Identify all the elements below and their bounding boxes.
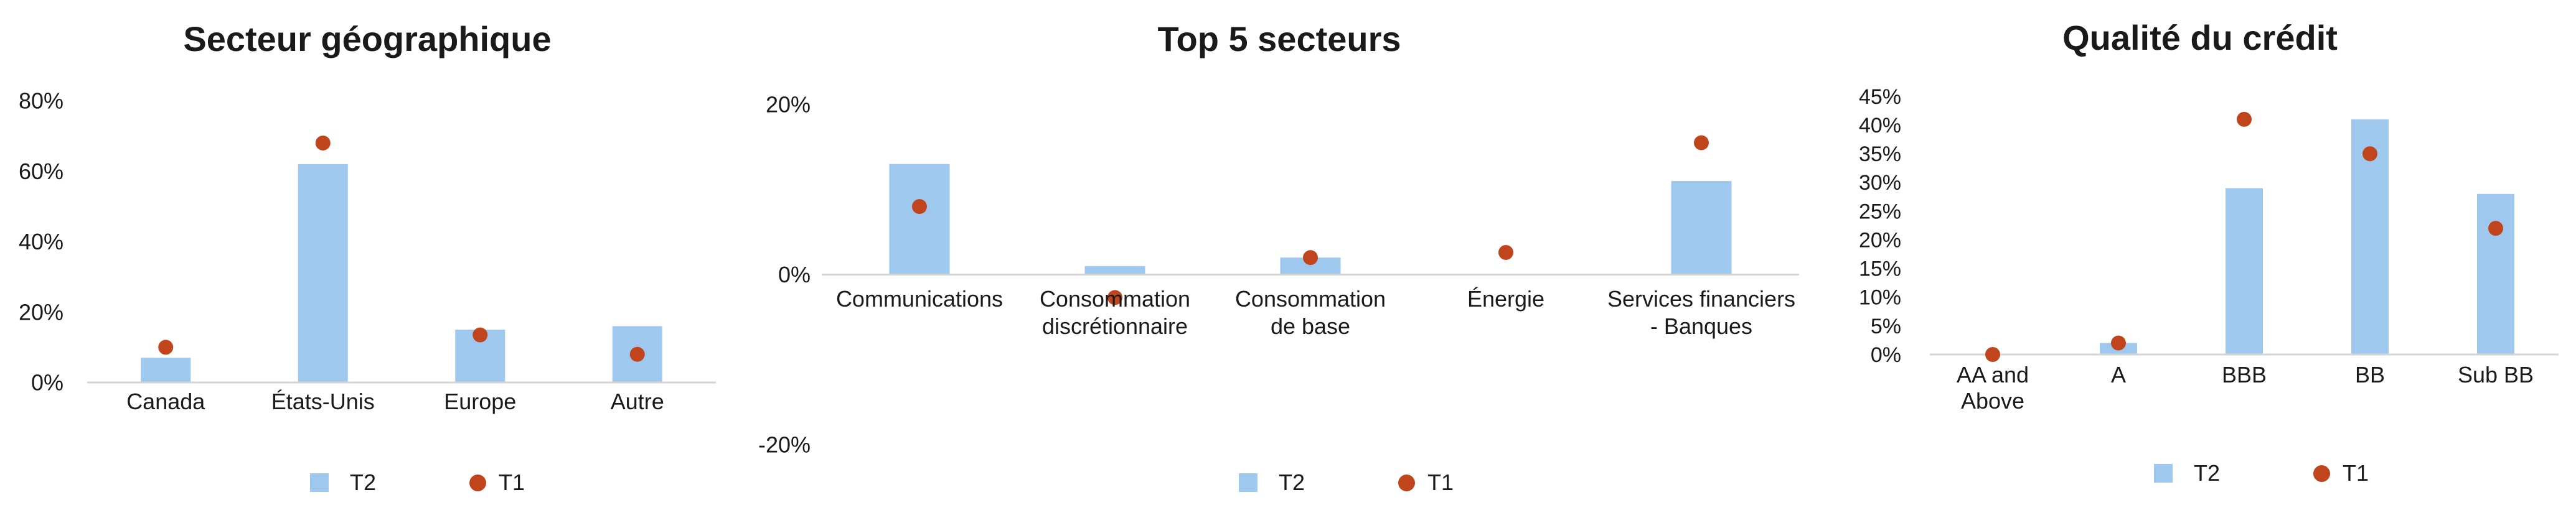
- legend-dot-swatch: [2313, 465, 2331, 482]
- dot-t1: [629, 346, 645, 362]
- x-category-label: BBB: [2222, 362, 2267, 387]
- x-category-label: Communications: [836, 286, 1003, 312]
- dot-t1: [2362, 146, 2377, 162]
- legend-item-t1: T1: [2313, 460, 2369, 486]
- dot-t1: [1303, 250, 1318, 266]
- dot-t1: [912, 199, 927, 215]
- y-tick-label: 35%: [1859, 142, 1901, 166]
- bar-t2: [1084, 266, 1145, 275]
- y-tick-label: 15%: [1859, 257, 1901, 281]
- chart-svg-geographic: 0% 20% 40% 60% 80% Canada États-Unis Europe Autr…: [19, 88, 716, 414]
- chart-panel-geographic: Secteur géographique 0% 20% 40% 60% 80% Canad…: [0, 0, 735, 505]
- legend-item-t1: T1: [469, 470, 525, 496]
- y-tick-label: -20%: [758, 432, 811, 458]
- dot-t1: [1498, 244, 1513, 260]
- y-tick-label: 0%: [31, 370, 63, 396]
- y-tick-label: 60%: [19, 159, 63, 184]
- legend-label-t1: T1: [1427, 470, 1454, 495]
- dot-t1: [315, 135, 331, 151]
- y-tick-label: 20%: [766, 92, 811, 118]
- legend-label-t1: T1: [2343, 460, 2369, 486]
- x-category-label: Services financiers- Banques: [1607, 286, 1795, 339]
- bar-t2: [141, 358, 191, 382]
- y-tick-label: 0%: [1871, 343, 1901, 367]
- chart-panel-top-sectors: Top 5 secteurs -20% 0% 20% Communications Co…: [735, 0, 1824, 505]
- legend-item-t2: T2: [2154, 460, 2220, 486]
- dot-t1: [2488, 221, 2503, 236]
- x-category-label: États-Unis: [271, 389, 375, 414]
- legend-bar-swatch: [310, 473, 329, 492]
- dot-t1: [1985, 347, 2000, 362]
- y-tick-label: 5%: [1871, 315, 1901, 338]
- dot-t1: [2111, 335, 2126, 351]
- legend-dot-swatch: [1398, 474, 1416, 491]
- bar-t2: [2226, 188, 2263, 354]
- dot-t1: [1107, 290, 1122, 305]
- y-tick-label: 20%: [19, 299, 63, 325]
- x-category-label: Europe: [444, 389, 516, 414]
- legend-dot-swatch: [469, 474, 487, 491]
- bar-t2: [298, 164, 348, 382]
- dot-t1: [158, 340, 174, 355]
- y-tick-label: 45%: [1859, 85, 1901, 109]
- y-tick-label: 40%: [1859, 114, 1901, 137]
- bar-t2: [889, 164, 950, 275]
- legend-item-t1: T1: [1398, 470, 1454, 496]
- chart-legend: T2 T1: [310, 470, 618, 496]
- bar-t2: [1671, 181, 1732, 275]
- x-category-label: Énergie: [1467, 286, 1544, 312]
- dot-t1: [472, 327, 488, 343]
- chart-panel-credit-quality: Qualité du crédit 0% 5% 10% 15% 20% 25% 30% 35%…: [1824, 0, 2576, 505]
- bar-t2: [2477, 193, 2514, 354]
- legend-bar-swatch: [2154, 464, 2173, 483]
- x-category-label: Canada: [126, 389, 205, 414]
- x-category-label: Autre: [611, 389, 664, 414]
- chart-title: Top 5 secteurs: [1157, 19, 1401, 58]
- legend-bar-swatch: [1239, 473, 1257, 492]
- chart-legend: T2 T1: [2154, 460, 2462, 486]
- y-tick-label: 40%: [19, 229, 63, 254]
- chart-legend: T2 T1: [1239, 470, 1547, 496]
- y-tick-label: 80%: [19, 88, 63, 114]
- y-tick-label: 25%: [1859, 200, 1901, 223]
- x-category-label: Sub BB: [2458, 362, 2534, 387]
- legend-label-t2: T2: [2194, 460, 2221, 486]
- y-tick-label: 30%: [1859, 171, 1901, 195]
- y-tick-label: 10%: [1859, 286, 1901, 310]
- legend-label-t2: T2: [1279, 470, 1305, 495]
- y-tick-label: 0%: [778, 262, 811, 287]
- chart-title: Qualité du crédit: [2062, 18, 2338, 57]
- dot-t1: [2237, 111, 2252, 127]
- legend-label-t1: T1: [499, 470, 525, 495]
- legend-label-t2: T2: [350, 470, 377, 495]
- x-category-label: A: [2111, 362, 2126, 387]
- chart-title: Secteur géographique: [183, 19, 552, 58]
- legend-item-t2: T2: [310, 470, 376, 496]
- x-category-label: BB: [2355, 362, 2385, 387]
- dot-t1: [1694, 135, 1709, 151]
- legend-item-t2: T2: [1239, 470, 1305, 496]
- y-tick-label: 20%: [1859, 228, 1901, 252]
